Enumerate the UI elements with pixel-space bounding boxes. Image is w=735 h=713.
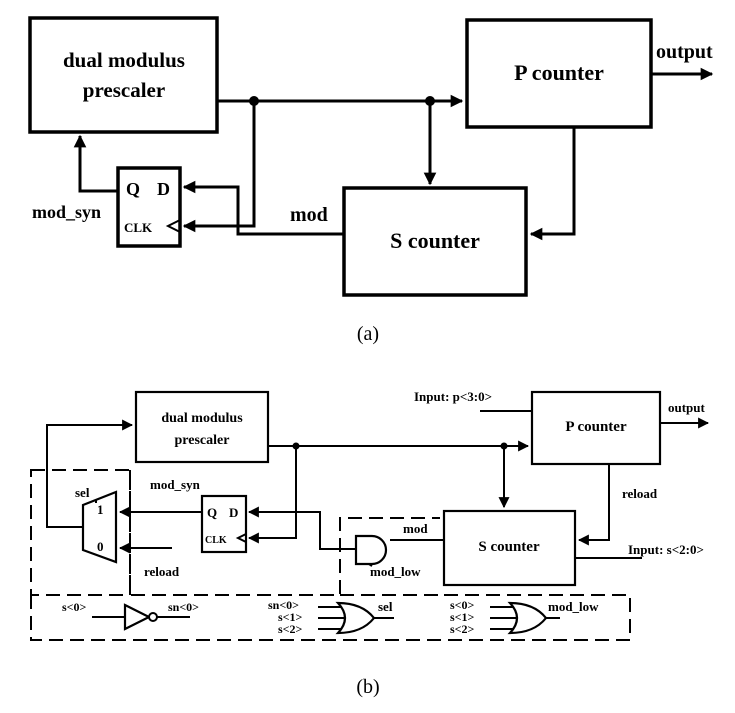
b-flipflop-block — [200, 494, 248, 554]
a-s-counter-block — [342, 186, 528, 297]
b-reload-p-label: reload — [622, 486, 658, 501]
b-mod-syn-label: mod_syn — [150, 477, 201, 492]
b-or1-gate — [335, 601, 376, 635]
b-ff-clk-label: CLK — [205, 535, 227, 546]
b-or2-gate — [507, 601, 548, 635]
b-input-p-label: Input: p<3:0> — [414, 389, 492, 404]
a-wire-mod-to-ff-d — [182, 180, 344, 236]
b-mux-1-label: 1 — [97, 502, 104, 517]
b-prescaler-label-2: prescaler — [175, 433, 230, 448]
b-or2-out-label: mod_low — [548, 599, 599, 614]
b-wire-p-reload-to-s — [577, 464, 610, 546]
b-prescaler-block — [134, 390, 270, 464]
b-or1-in1-label: s<1> — [278, 610, 303, 624]
b-inv-out-label: sn<0> — [168, 600, 199, 614]
b-s-counter-label: S counter — [478, 539, 540, 555]
b-ff-clock-triangle — [235, 533, 247, 543]
a-caption: (a) — [357, 323, 379, 345]
a-mod-syn-label: mod_syn — [32, 202, 101, 222]
a-p-counter-label: P counter — [514, 60, 604, 85]
b-dashed-region-2 — [129, 470, 440, 596]
a-s-counter-label: S counter — [390, 228, 480, 253]
b-or1-in-wires — [318, 606, 346, 630]
b-wire-mux-to-prescaler — [46, 419, 134, 528]
a-prescaler-label-2: prescaler — [83, 78, 165, 102]
a-prescaler-label-1: dual modulus — [63, 48, 185, 72]
b-or1-in0-label: sn<0> — [268, 598, 299, 612]
b-mux-block — [81, 490, 118, 564]
a-wire-p-to-s — [529, 127, 576, 241]
b-input-s-label: Input: s<2:0> — [628, 542, 704, 557]
b-ff-d-label: D — [229, 505, 238, 520]
a-ff-clock-triangle — [165, 219, 181, 233]
a-ff-clk-label: CLK — [124, 220, 153, 235]
b-prescaler-label-1: dual modulus — [161, 411, 243, 426]
b-or1-in2-label: s<2> — [278, 622, 303, 636]
a-p-counter-block — [465, 18, 653, 129]
b-ff-q-label: Q — [207, 505, 217, 520]
b-mod-low-label: mod_low — [370, 564, 421, 579]
b-dashed-region-1 — [30, 469, 131, 596]
a-output-label: output — [656, 41, 713, 63]
b-s-counter-block — [442, 509, 577, 587]
a-ff-d-label: D — [157, 179, 170, 199]
b-mod-label: mod — [403, 521, 428, 536]
b-or2-in0-label: s<0> — [450, 598, 475, 612]
a-flipflop-block — [116, 166, 182, 248]
b-or2-in1-label: s<1> — [450, 610, 475, 624]
a-wire-to-ff-clk — [182, 101, 256, 233]
b-or2-in2-label: s<2> — [450, 622, 475, 636]
b-inverter-gate — [123, 603, 152, 631]
b-and-gate — [354, 534, 388, 566]
b-caption: (b) — [356, 676, 379, 698]
b-sel-label: sel — [75, 485, 90, 500]
b-p-counter-label: P counter — [565, 419, 627, 435]
b-p-counter-block — [530, 390, 662, 466]
b-reload-mux-label: reload — [144, 564, 180, 579]
a-mod-label: mod — [290, 204, 328, 226]
b-mux-0-label: 0 — [97, 539, 104, 554]
b-inv-in-label: s<0> — [62, 600, 87, 614]
diagram-b: dual modulus prescaler P counter S count… — [30, 389, 710, 698]
a-wire-ff-q-to-prescaler — [73, 134, 118, 193]
b-or1-out-label: sel — [378, 599, 393, 614]
diagram-a: dual modulus prescaler P counter S count… — [28, 16, 714, 345]
b-inverter-bubble — [148, 612, 158, 622]
a-prescaler-block — [28, 16, 219, 134]
a-ff-q-label: Q — [126, 179, 140, 199]
b-wire-to-ff-clk — [247, 446, 297, 544]
b-wire-and-to-ff-d — [247, 506, 356, 550]
b-output-label: output — [668, 400, 706, 415]
b-dashed-region-3 — [30, 594, 631, 641]
b-or2-in-wires — [490, 606, 518, 630]
